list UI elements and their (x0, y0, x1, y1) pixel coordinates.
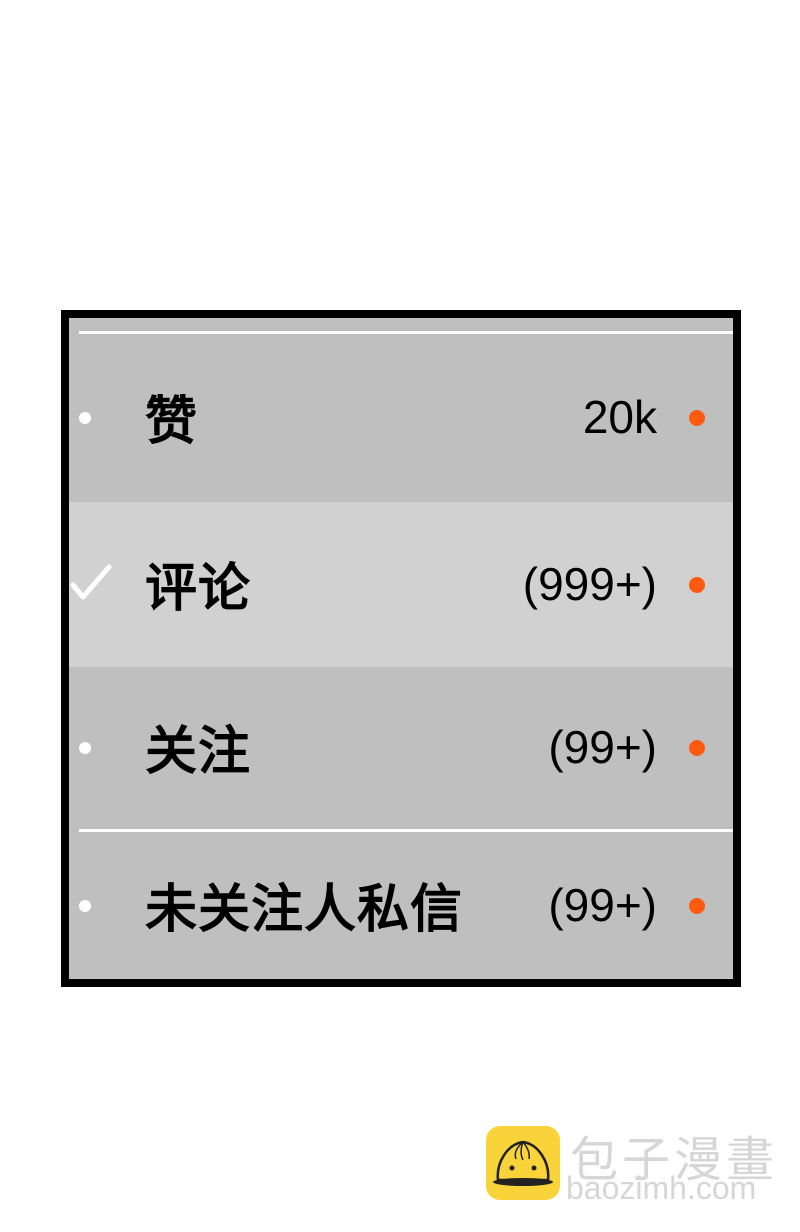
notification-menu-panel: 赞 20k 评论 (999+) 关注 (99+) 未关注人私信 (99+) (61, 310, 741, 987)
unread-dot-icon (689, 576, 705, 593)
menu-item-count: 20k (582, 390, 657, 443)
bullet-icon (75, 738, 95, 758)
top-divider (79, 331, 733, 334)
unread-dot-icon (689, 740, 705, 756)
unread-dot-icon (689, 410, 705, 426)
menu-item-count: (99+) (548, 878, 657, 931)
section-divider (79, 829, 733, 832)
watermark: 包子漫畫 baozimh.com (486, 1126, 786, 1206)
menu-item-count: (99+) (548, 720, 657, 773)
menu-item-follows[interactable]: 关注 (99+) (69, 667, 733, 829)
menu-item-label: 评论 (145, 558, 252, 619)
checkmark-icon (70, 564, 112, 599)
bun-logo-icon (486, 1126, 560, 1200)
menu-item-comments[interactable]: 评论 (999+) (69, 502, 733, 667)
menu-item-label: 未关注人私信 (145, 879, 464, 940)
watermark-title: 包子漫畫 (570, 1132, 779, 1188)
menu-item-count: (999+) (522, 557, 657, 610)
menu-item-likes[interactable]: 赞 20k (69, 334, 733, 502)
menu-item-label: 赞 (145, 392, 199, 452)
menu-item-label: 关注 (145, 722, 252, 782)
watermark-url: baozimh.com (566, 1170, 757, 1206)
menu-item-stranger-messages[interactable]: 未关注人私信 (99+) (69, 832, 733, 979)
bullet-icon (75, 896, 95, 916)
unread-dot-icon (689, 897, 705, 914)
bullet-icon (75, 408, 95, 428)
